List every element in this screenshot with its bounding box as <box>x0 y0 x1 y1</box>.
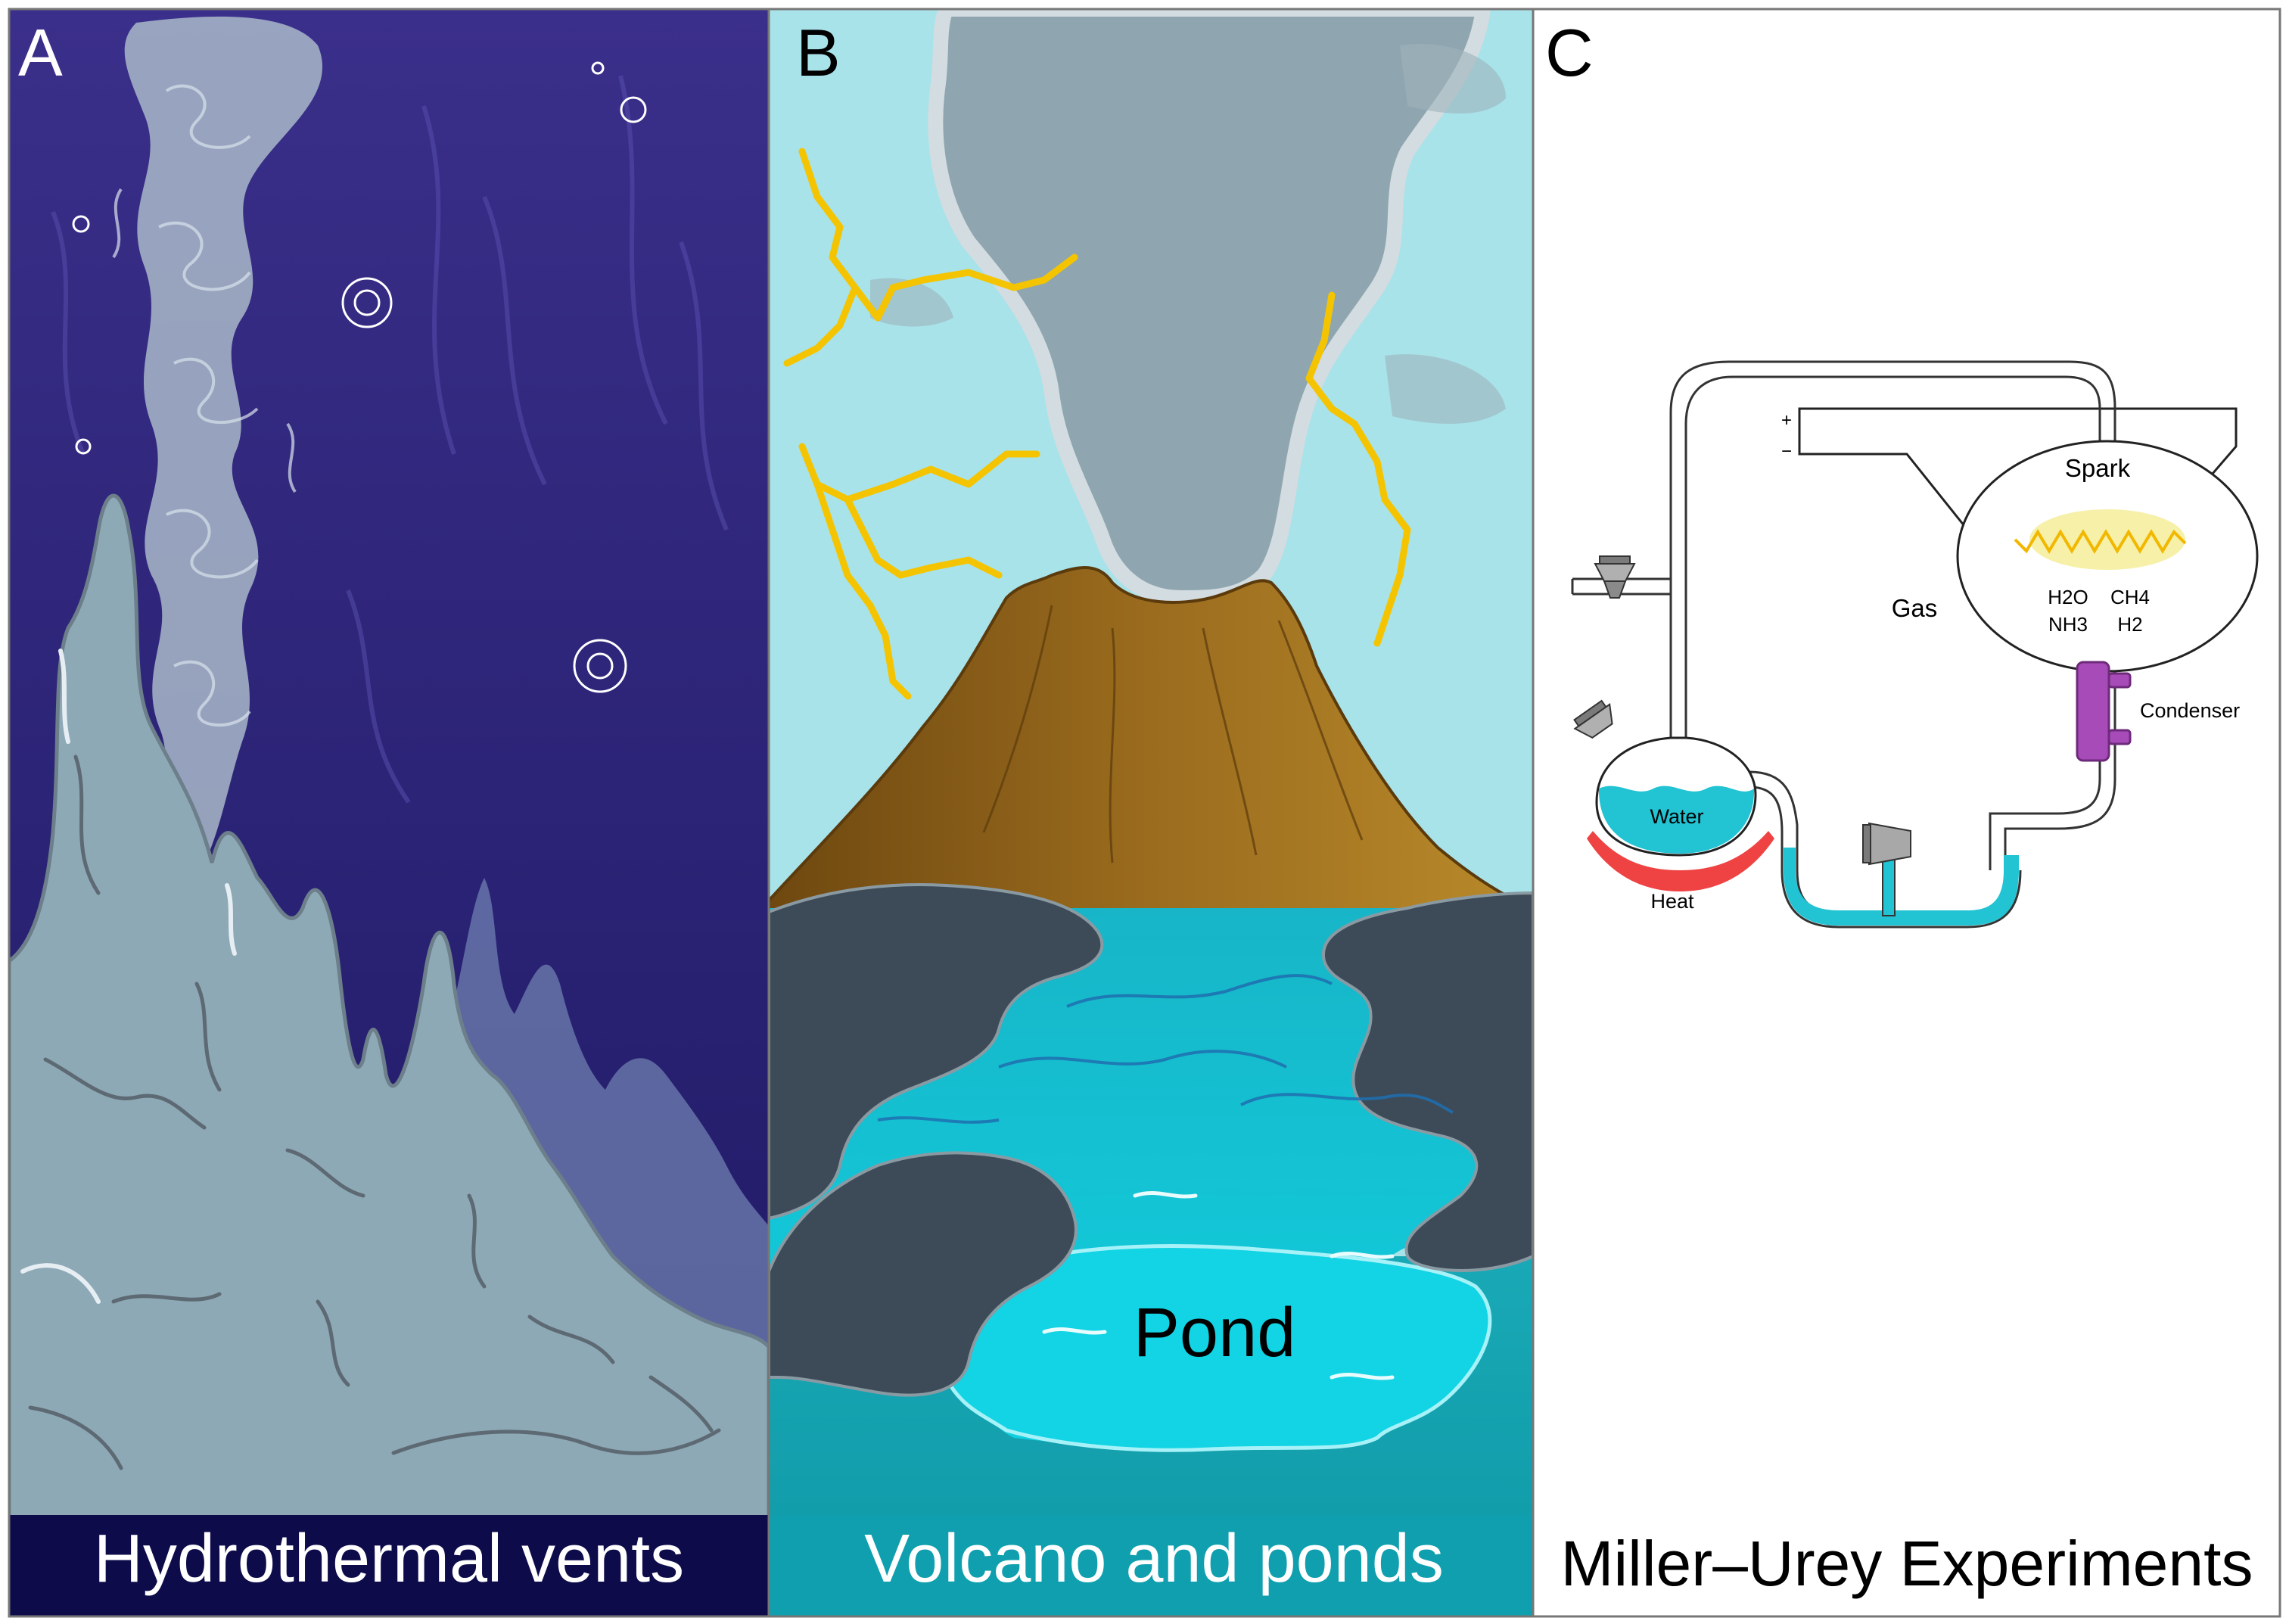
vent-chimney-rock <box>9 493 769 1616</box>
spark-label: Spark <box>2065 454 2131 482</box>
electrode-plus-label: + <box>1781 410 1792 431</box>
gas-label: Gas <box>1892 594 1938 622</box>
ch4-label: CH4 <box>2110 586 2150 608</box>
volcanic-smoke <box>928 9 1491 605</box>
water-currents <box>51 75 729 804</box>
panel-a <box>9 9 769 1616</box>
panel-label-b: B <box>796 15 841 90</box>
panel-c <box>1533 9 2280 1616</box>
water-glints <box>1042 1191 1395 1380</box>
hydrothermal-plume <box>124 16 323 878</box>
u-trap-water <box>1784 848 2019 926</box>
bubbles <box>72 61 647 693</box>
electrode-minus-label: − <box>1781 441 1792 462</box>
h2o-label: H2O <box>2048 586 2088 608</box>
nh3-label: NH3 <box>2048 613 2088 636</box>
water-ripples <box>877 974 1454 1124</box>
caption-miller-urey-experiments: Miller–Urey Experiments <box>1561 1528 2253 1599</box>
lightning-bolts <box>783 148 1411 700</box>
panel-label-a: A <box>18 15 63 90</box>
stopcock-trap-icon <box>1862 822 1911 866</box>
pond-basin <box>936 1244 1492 1452</box>
condenser-label: Condenser <box>2140 699 2240 722</box>
caption-volcano-and-ponds: Volcano and ponds <box>864 1521 1444 1597</box>
rock-highlights <box>20 649 237 1304</box>
drain-tube <box>1882 858 1896 916</box>
heat-label: Heat <box>1650 890 1694 913</box>
panel-borders <box>8 8 2281 1618</box>
h2-label: H2 <box>2117 613 2142 636</box>
caption-hydrothermal-vents: Hydrothermal vents <box>94 1521 684 1597</box>
panel-b <box>769 9 1533 1616</box>
stopcock-flask-icon <box>1573 699 1613 739</box>
heat-source <box>1587 831 1774 891</box>
spark-zigzag <box>2014 529 2187 554</box>
volcano-ridges <box>982 605 1364 863</box>
plume-swirls <box>112 84 297 727</box>
caption-band-a <box>9 1515 769 1616</box>
stopcock-top-icon <box>1594 555 1636 599</box>
volcano <box>769 566 1533 940</box>
water-label: Water <box>1650 805 1703 828</box>
condenser <box>2076 661 2132 762</box>
flask-water <box>1598 786 1755 854</box>
rock-cracks <box>28 754 721 1470</box>
caption-band-b <box>769 1515 1533 1616</box>
shore-rocks <box>769 883 1533 1397</box>
panel-label-c: C <box>1545 15 1594 90</box>
spark-glow <box>2029 509 2185 570</box>
pond-label: Pond <box>1134 1294 1296 1371</box>
